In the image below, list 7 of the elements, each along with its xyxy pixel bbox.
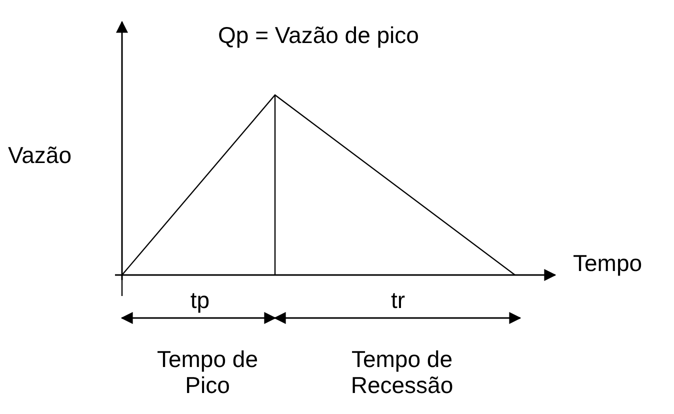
peak-flow-label: Qp = Vazão de pico [218, 22, 419, 48]
axis-label: Tempo [573, 250, 642, 276]
duration-label: tp [189, 287, 211, 313]
axis-label: Vazão [8, 142, 72, 168]
duration-description: Tempo de Pico [156, 346, 259, 398]
duration-label: tr [390, 287, 406, 313]
duration-description: Tempo de Recessão [350, 346, 454, 398]
